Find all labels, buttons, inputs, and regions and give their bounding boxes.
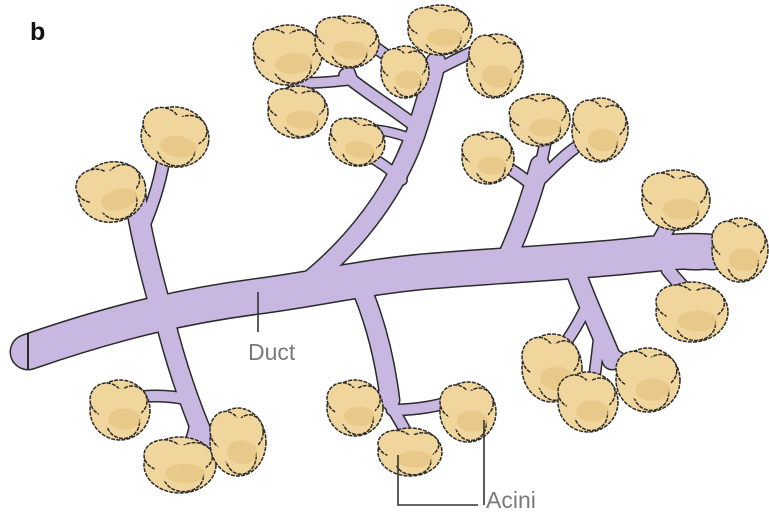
- acinus: [90, 380, 150, 440]
- acinus-shading: [286, 111, 319, 129]
- acinus-shading: [576, 401, 609, 422]
- acinus-shading: [457, 411, 488, 432]
- acinus: [508, 91, 572, 148]
- acinus-shading: [166, 464, 206, 484]
- acinus: [569, 96, 630, 165]
- acinus: [378, 428, 442, 476]
- acinus: [144, 437, 216, 493]
- acinus: [462, 132, 514, 184]
- acinus: [656, 282, 728, 342]
- acinus: [558, 372, 618, 432]
- acinus-shading: [478, 157, 507, 175]
- panel-letter: b: [30, 18, 45, 46]
- acinus: [712, 218, 768, 282]
- acinus-shading: [108, 409, 141, 430]
- acinus-shading: [662, 199, 699, 220]
- acinus: [381, 46, 429, 98]
- duct-label: Duct: [248, 339, 296, 365]
- acinus: [210, 408, 266, 476]
- acinus: [268, 86, 328, 138]
- acinus-shading: [427, 29, 462, 47]
- acini-label: Acini: [486, 487, 536, 513]
- acinus-shading: [397, 451, 432, 468]
- acinus-shading: [395, 71, 421, 89]
- acinus: [313, 13, 381, 70]
- acinus: [462, 30, 528, 103]
- acinus: [136, 102, 213, 173]
- acinus-shading: [344, 407, 375, 427]
- acinus: [616, 348, 680, 412]
- acinus-shading: [635, 378, 670, 400]
- acinus-shading: [227, 440, 258, 464]
- acinus: [642, 170, 710, 230]
- acinus: [440, 382, 496, 442]
- acinus-shading: [678, 311, 718, 332]
- acinus-shading: [729, 248, 760, 270]
- acinus: [327, 380, 383, 436]
- acinus: [408, 5, 472, 55]
